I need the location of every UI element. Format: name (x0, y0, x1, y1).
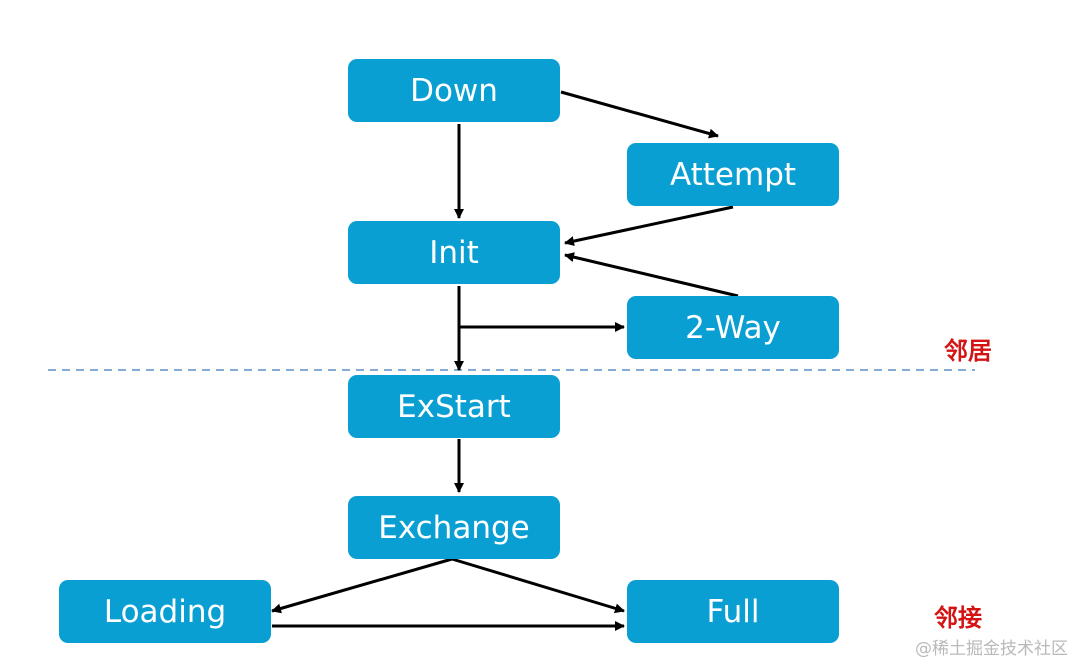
watermark-text: @稀土掘金技术社区 (915, 639, 1068, 659)
arrow-attempt-to-init (564, 205, 734, 247)
state-exstart: ExStart (348, 375, 560, 438)
state-full: Full (627, 580, 839, 643)
state-loading: Loading (59, 580, 271, 643)
state-down: Down (348, 59, 560, 122)
arrow-exchange-to-full (451, 557, 625, 614)
label-adjacency: 邻接 (934, 604, 982, 632)
state-init: Init (348, 221, 560, 284)
state-two-way: 2-Way (627, 296, 839, 359)
arrow-exchange-to-loading (271, 557, 453, 614)
arrow-twoway-to-init (564, 252, 739, 298)
arrow-down-to-attempt (560, 90, 719, 139)
state-attempt: Attempt (627, 143, 839, 206)
state-exchange: Exchange (348, 496, 560, 559)
label-neighbor: 邻居 (944, 337, 992, 365)
